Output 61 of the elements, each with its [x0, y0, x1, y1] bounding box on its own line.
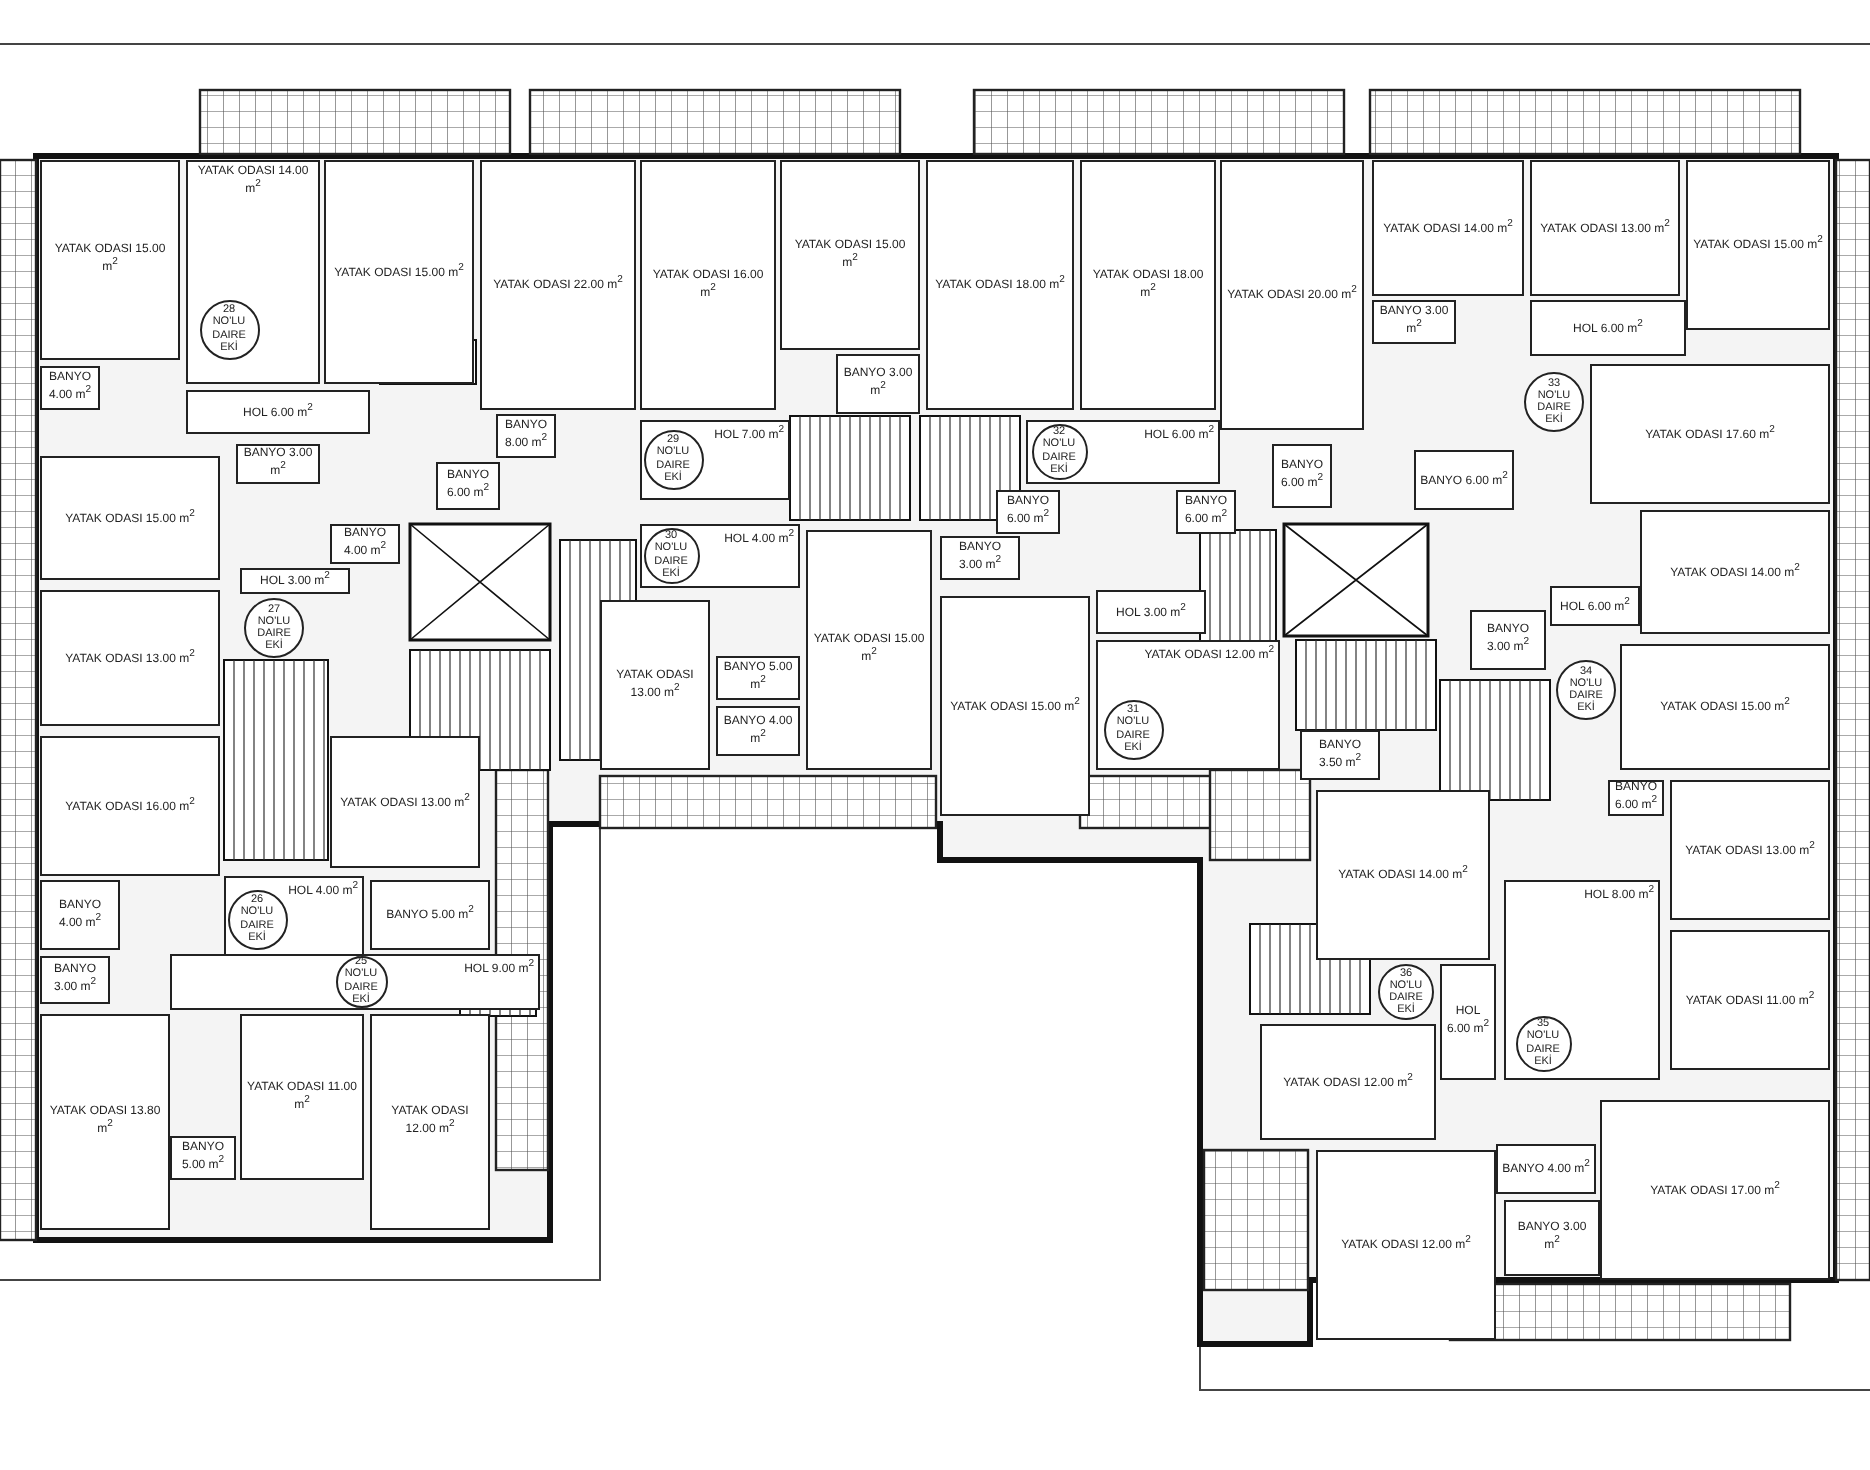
room — [600, 600, 710, 770]
room — [186, 160, 320, 384]
room — [370, 1014, 490, 1230]
room — [1316, 790, 1490, 960]
room — [330, 736, 480, 868]
room — [1530, 300, 1686, 356]
room — [940, 596, 1090, 816]
room — [1470, 610, 1546, 670]
room — [716, 706, 800, 756]
room — [1620, 644, 1830, 770]
room — [40, 160, 180, 360]
room — [1670, 930, 1830, 1070]
room — [370, 880, 490, 950]
room — [1504, 880, 1660, 1080]
room — [1590, 364, 1830, 504]
room — [1300, 730, 1380, 780]
room — [926, 160, 1074, 410]
room — [240, 1014, 364, 1180]
room — [1504, 1200, 1600, 1276]
room — [324, 160, 474, 384]
room — [640, 420, 790, 500]
room — [224, 876, 364, 956]
room — [1372, 160, 1524, 296]
room — [240, 568, 350, 594]
room — [40, 736, 220, 876]
room — [640, 160, 776, 410]
room — [640, 524, 800, 588]
room — [1096, 590, 1206, 634]
room — [170, 954, 540, 1010]
room — [1686, 160, 1830, 330]
room — [1440, 964, 1496, 1080]
room — [1496, 1144, 1596, 1194]
room — [780, 160, 920, 350]
room — [1316, 1150, 1496, 1340]
room — [40, 456, 220, 580]
room — [1608, 780, 1664, 816]
room — [436, 462, 500, 510]
room — [1530, 160, 1680, 296]
room — [40, 956, 110, 1004]
room — [1600, 1100, 1830, 1280]
room — [330, 524, 400, 564]
room — [1550, 586, 1640, 626]
room — [1026, 420, 1220, 484]
room — [186, 390, 370, 434]
room — [806, 530, 932, 770]
room — [480, 160, 636, 410]
room — [836, 354, 920, 414]
room — [1670, 780, 1830, 920]
room — [40, 1014, 170, 1230]
room — [1272, 444, 1332, 508]
room — [1260, 1024, 1436, 1140]
room — [170, 1136, 236, 1180]
room — [1096, 640, 1280, 770]
room — [1640, 510, 1830, 634]
room — [1414, 450, 1514, 510]
room — [40, 590, 220, 726]
room — [40, 880, 120, 950]
room — [1220, 160, 1364, 430]
room — [996, 490, 1060, 534]
room — [940, 536, 1020, 580]
room — [1080, 160, 1216, 410]
